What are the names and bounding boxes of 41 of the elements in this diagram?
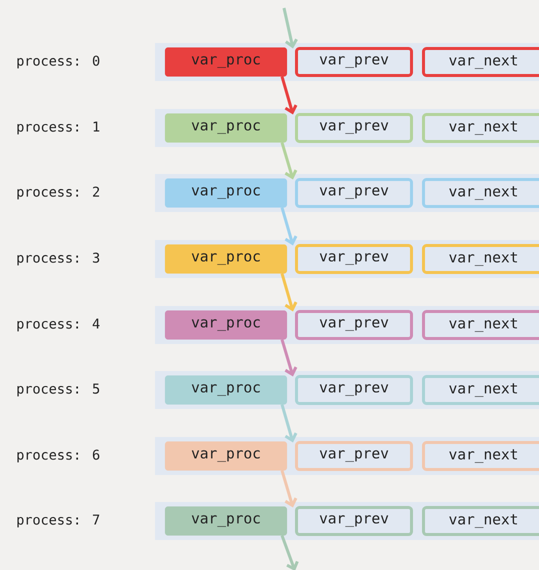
variable-box: var_next bbox=[422, 47, 539, 77]
arrow bbox=[280, 273, 298, 312]
process-label: process: 2 bbox=[17, 186, 100, 200]
arrow bbox=[280, 534, 299, 570]
variable-box: var_proc bbox=[164, 375, 288, 405]
process-label: process: 4 bbox=[17, 318, 100, 332]
process-label: process: 7 bbox=[17, 514, 100, 528]
arrow bbox=[280, 142, 298, 180]
variable-box: var_next bbox=[422, 375, 539, 405]
arrow bbox=[280, 404, 298, 442]
variable-box: var_next bbox=[422, 244, 539, 274]
variable-box: var_next bbox=[422, 441, 539, 471]
variable-box: var_proc bbox=[164, 178, 288, 208]
process-label: process: 1 bbox=[17, 122, 100, 134]
process-label: process: 6 bbox=[17, 450, 100, 462]
variable-box: var_prev bbox=[295, 375, 413, 405]
variable-box: var_prev bbox=[295, 244, 413, 274]
process-label: process: 5 bbox=[17, 384, 100, 396]
arrow bbox=[280, 339, 298, 376]
variable-box: var_proc bbox=[164, 47, 288, 77]
variable-box: var_next bbox=[422, 178, 539, 208]
variable-box: var_prev bbox=[295, 506, 413, 536]
variable-box: var_prev bbox=[295, 441, 413, 471]
arrow bbox=[280, 76, 298, 114]
arrow bbox=[280, 470, 298, 508]
variable-box: var_next bbox=[422, 113, 539, 143]
process-label: process: 0 bbox=[17, 56, 100, 68]
variable-box: var_proc bbox=[164, 441, 288, 471]
arrow bbox=[282, 8, 298, 48]
process-label: process: 3 bbox=[17, 252, 100, 266]
variable-box: var_prev bbox=[295, 178, 413, 208]
variable-box: var_proc bbox=[164, 506, 288, 536]
variable-box: var_proc bbox=[164, 310, 288, 340]
arrow bbox=[280, 207, 298, 246]
variable-box: var_proc bbox=[164, 113, 288, 143]
variable-box: var_next bbox=[422, 506, 539, 536]
variable-box: var_prev bbox=[295, 113, 413, 143]
variable-box: var_next bbox=[422, 310, 539, 340]
variable-box: var_prev bbox=[295, 310, 413, 340]
variable-box: var_prev bbox=[295, 47, 413, 77]
variable-box: var_proc bbox=[164, 244, 288, 274]
